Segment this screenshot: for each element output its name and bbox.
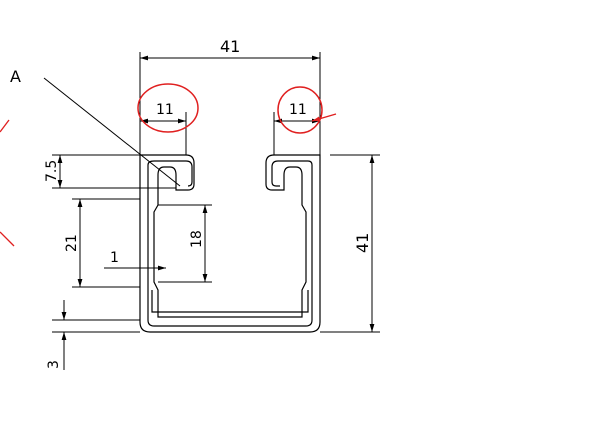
dim-text-wall-thickness: 1	[110, 250, 119, 266]
dim-text-inner-left: 21	[64, 234, 80, 252]
view-label: A	[10, 67, 21, 86]
markup-circle-right	[277, 86, 323, 134]
dim-text-bottom-offset: 3	[46, 360, 62, 369]
dim-text-right-lip: 11	[289, 102, 307, 118]
dim-text-left-lip: 11	[156, 102, 174, 118]
dim-text-lip-height: 7.5	[44, 160, 60, 182]
profile-outline-inner	[147, 160, 313, 327]
dim-text-overall-height: 41	[353, 233, 372, 253]
dim-text-overall-width: 41	[220, 37, 240, 56]
markup-stroke-lower	[0, 231, 15, 247]
profile-outline-outer	[139, 154, 321, 333]
markup-arrow-right	[311, 113, 337, 122]
view-leader-line	[43, 77, 181, 187]
markup-stroke-upper	[0, 119, 10, 133]
dim-text-inner-height: 18	[189, 230, 205, 248]
markup-circle-left	[137, 83, 199, 133]
